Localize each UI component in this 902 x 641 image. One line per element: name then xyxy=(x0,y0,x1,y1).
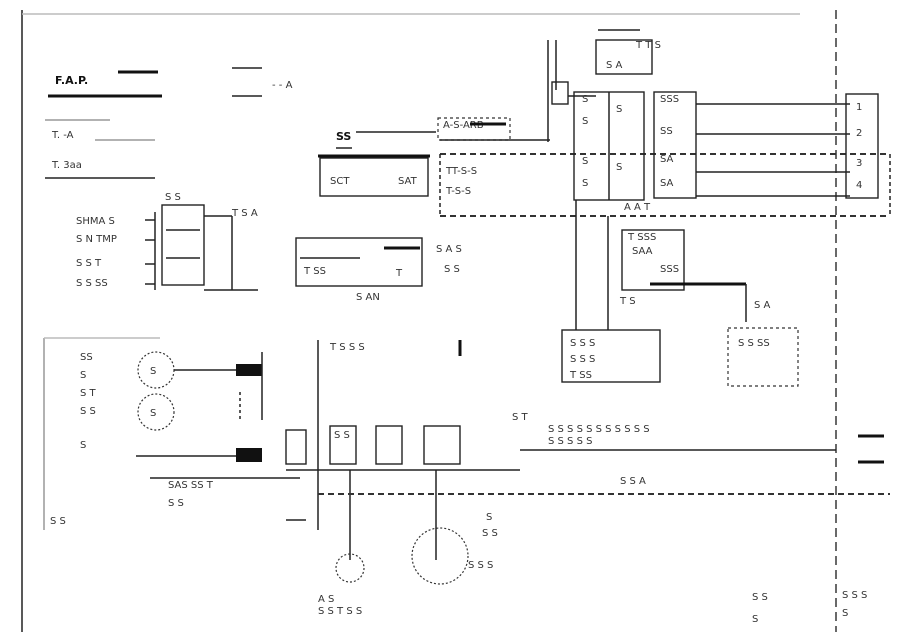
motor-tag-3: S S S xyxy=(468,560,493,571)
left-bot-2: S S xyxy=(168,498,184,509)
input-row-3: S S T xyxy=(76,258,102,269)
motor-circle-left xyxy=(335,553,365,583)
input-row-2: S N TMP xyxy=(76,234,117,245)
mid-box-label: T SS xyxy=(303,266,326,277)
lower-mid: S S xyxy=(334,430,350,441)
bottom-left-2: S S T S S xyxy=(318,606,362,617)
mid-right-1: S A S xyxy=(436,244,462,255)
bus-a-label: A-S-ARB xyxy=(443,120,484,131)
sub-panel: T SSS SAA SSS T S S A S S S S S S T SS S… xyxy=(561,200,799,387)
input-row-4: S S SS xyxy=(76,278,108,289)
rt-3: 3 xyxy=(856,158,862,169)
input-relay-box xyxy=(161,204,205,286)
lower-long-1: S S S S S S S S S S S xyxy=(548,424,650,435)
left-list-1: SS xyxy=(80,352,93,363)
motor-circle-right xyxy=(411,527,469,585)
rt-4: 4 xyxy=(856,180,862,191)
lower-tag: S T xyxy=(512,412,529,423)
ps-top-label: T T S xyxy=(635,40,661,51)
legend-title: F.A.P. xyxy=(55,74,88,87)
edge-right-1: S S S xyxy=(842,590,867,601)
col-a-r2: S xyxy=(616,162,622,173)
col-b-3: SA xyxy=(660,154,674,165)
col-a-4: S xyxy=(582,178,588,189)
sub-d: T S xyxy=(619,296,636,307)
bottom-left-1: A S xyxy=(318,594,334,605)
input-right-label: T S A xyxy=(231,208,258,219)
circle-b-label: S xyxy=(150,408,156,419)
col-b-2: SS xyxy=(660,126,673,137)
power-supply: T T S S A xyxy=(547,29,661,142)
col-a-1: S xyxy=(582,94,588,105)
rt-2: 2 xyxy=(856,128,862,139)
legend-block: F.A.P. - - A T. -A T. 3aa xyxy=(45,67,293,179)
input-relay-label: S S xyxy=(165,192,181,203)
mid-box-tag: T xyxy=(395,268,403,279)
col-a-2: S xyxy=(582,116,588,127)
input-row-1: SHMA S xyxy=(76,216,115,227)
right-terminal-box xyxy=(845,93,879,199)
sub-b: SAA xyxy=(632,246,653,257)
middle-relay: T SS T S AN S A S S S xyxy=(295,237,462,303)
circle-a-label: S xyxy=(150,366,156,377)
sub-c: SSS xyxy=(660,264,679,275)
ps-small-label: S A xyxy=(606,60,623,71)
sensor-block: SS S S T S S S S S SAS SS T S S S S xyxy=(43,337,300,530)
lower-top: T S S S xyxy=(329,342,365,353)
legend-tag: - - A xyxy=(272,80,293,91)
sensor-circle-b xyxy=(137,393,175,431)
bus-b-label: TT-S-S xyxy=(445,166,477,177)
bottom-right-labels: S S S S S S S xyxy=(752,590,867,625)
mid-right-2: S S xyxy=(444,264,460,275)
controller-tag: SAT xyxy=(398,176,418,187)
top-bus-region: A-S-ARB TT-S-S T-S-S xyxy=(437,117,891,217)
motors: S S S S S S A S S S T S S xyxy=(318,512,498,617)
input-block: SHMA S S N TMP S S T S S SS S S T S A xyxy=(76,192,258,291)
lower-bus: S S A xyxy=(620,476,646,487)
bus-bottom-label: A A T xyxy=(624,202,651,213)
controller-top-label: SS xyxy=(336,130,351,143)
rt-1: 1 xyxy=(856,102,862,113)
lower-long-2: S S S S S xyxy=(548,436,592,447)
col-b-4: SA xyxy=(660,178,674,189)
controller-label: SCT xyxy=(330,176,350,187)
left-list-5: S xyxy=(80,440,86,451)
sub-box-2: S S S xyxy=(570,354,595,365)
left-list-4: S S xyxy=(80,406,96,417)
motor-tag-2: S S xyxy=(482,528,498,539)
bottom-right-1: S S xyxy=(752,592,768,603)
col-a-r1: S xyxy=(616,104,622,115)
sub-box-3: T SS xyxy=(569,370,592,381)
mid-box-bottom: S AN xyxy=(356,292,380,303)
left-bot-1: SAS SS T xyxy=(168,480,214,491)
legend-line-2: T. 3aa xyxy=(51,160,82,171)
motor-tag-1: S xyxy=(486,512,492,523)
legend-line-1: T. -A xyxy=(51,130,74,141)
edge-right-2: S xyxy=(842,608,848,619)
sub-e: S A xyxy=(754,300,771,311)
bottom-right-2: S xyxy=(752,614,758,625)
bus-c-label: T-S-S xyxy=(445,186,471,197)
sub-f: S S SS xyxy=(738,338,770,349)
left-list-2: S xyxy=(80,370,86,381)
left-list-3: S T xyxy=(80,388,97,399)
left-corner: S S xyxy=(50,516,66,527)
lower-distribution: T S S S S S S T S S S S S S S S S S S S … xyxy=(285,340,890,560)
sub-box-1: S S S xyxy=(570,338,595,349)
sub-a: T SSS xyxy=(627,232,656,243)
controller-box: SS SCT SAT xyxy=(318,130,436,197)
col-a-3: S xyxy=(582,156,588,167)
terminal-columns: S S S S S S SSS SS SA SA 1 2 3 4 A A T xyxy=(573,91,879,213)
col-b-1: SSS xyxy=(660,94,679,105)
